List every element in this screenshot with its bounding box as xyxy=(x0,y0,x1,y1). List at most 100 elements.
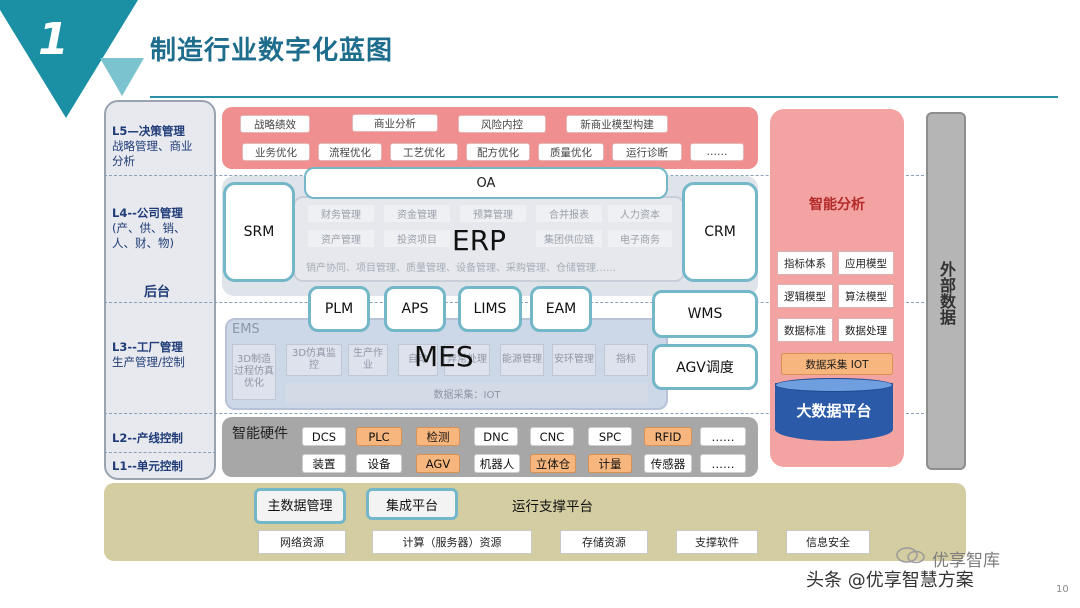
erp-cell: 人力资本 xyxy=(608,205,672,222)
layer-l1: L1--单元控制 xyxy=(112,459,183,473)
hardware-title: 智能硬件 xyxy=(232,426,288,442)
layer-l3-desc: 生产管理/控制 xyxy=(112,355,185,369)
master-data-box: 主数据管理 xyxy=(254,488,346,524)
external-data-block xyxy=(926,112,966,470)
layer-l5: L5—决策管理 战略管理、商业分析 xyxy=(112,124,212,169)
page-number: 10 xyxy=(1056,584,1069,595)
erp-cell: 电子商务 xyxy=(608,230,672,247)
analysis-cell: 数据处理 xyxy=(838,318,894,342)
analysis-cell: 应用模型 xyxy=(838,251,894,275)
decision-item: 运行诊断 xyxy=(612,143,682,161)
external-data-label: 外部数据 xyxy=(937,261,956,325)
resource-item: 存储资源 xyxy=(560,530,648,554)
layer-l5-code: L5—决策管理 xyxy=(112,124,185,138)
mes-cell: 异常处理 xyxy=(444,344,490,376)
layer-panel xyxy=(104,100,216,480)
hardware-item: …… xyxy=(700,454,746,473)
bigdata-cylinder-top xyxy=(775,378,893,392)
mes-iot-footer: 数据采集：IOT xyxy=(286,383,648,403)
hardware-item: 设备 xyxy=(356,454,402,473)
resource-item: 支撑软件 xyxy=(676,530,758,554)
layer-l3: L3--工厂管理 生产管理/控制 xyxy=(112,340,212,370)
plm-box: PLM xyxy=(308,286,370,332)
hardware-item: SPC xyxy=(588,427,632,446)
erp-cell: 合并报表 xyxy=(536,205,602,222)
title-rule xyxy=(150,96,1058,98)
hardware-item: 装置 xyxy=(302,454,346,473)
decision-item: …… xyxy=(690,143,744,161)
mes-label: MES xyxy=(414,340,474,373)
mes-cell: 3D制造过程仿真优化 xyxy=(232,344,276,400)
decision-item: 战略绩效 xyxy=(240,115,310,133)
hardware-item: …… xyxy=(700,427,746,446)
erp-cell: 资金管理 xyxy=(384,205,450,222)
agv-dispatch-box: AGV调度 xyxy=(652,344,758,390)
hardware-item: 机器人 xyxy=(474,454,520,473)
layer-l5-desc: 战略管理、商业分析 xyxy=(112,139,193,168)
analysis-cell: 指标体系 xyxy=(777,251,833,275)
platform-title: 运行支撑平台 xyxy=(512,499,593,515)
layer-l4-desc: (产、供、销、人、财、物) xyxy=(112,221,186,250)
eam-box: EAM xyxy=(530,286,592,332)
layer-l2: L2--产线控制 xyxy=(112,431,183,445)
resource-item: 计算（服务器）资源 xyxy=(372,530,532,554)
layer-backoffice: 后台 xyxy=(144,285,171,300)
mes-cell: 自动 xyxy=(398,344,438,376)
ems-label: EMS xyxy=(232,322,260,337)
oa-box: OA xyxy=(304,167,668,199)
hardware-item: 检测 xyxy=(416,427,460,446)
hardware-item: 传感器 xyxy=(644,454,692,473)
hardware-item: DCS xyxy=(302,427,346,446)
bigdata-label: 大数据平台 xyxy=(796,402,872,420)
analysis-cell: 数据标准 xyxy=(777,318,833,342)
mes-cell: 能源管理 xyxy=(500,344,544,376)
decision-item: 业务优化 xyxy=(242,143,310,161)
slide-number: 1 xyxy=(38,14,69,65)
layer-l3-code: L3--工厂管理 xyxy=(112,340,183,354)
mes-cell: 生产作业 xyxy=(348,344,388,376)
decision-item: 工艺优化 xyxy=(390,143,458,161)
wechat-icon xyxy=(896,547,925,564)
hardware-item: PLC xyxy=(356,427,402,446)
lims-box: LIMS xyxy=(458,286,522,332)
slide-title: 制造行业数字化蓝图 xyxy=(150,36,394,66)
analysis-cell: 算法模型 xyxy=(838,284,894,308)
hardware-item: 计量 xyxy=(588,454,632,473)
aps-box: APS xyxy=(384,286,446,332)
watermark-brand: 优享智库 xyxy=(932,551,1000,571)
integration-platform-box: 集成平台 xyxy=(366,488,458,520)
title-triangle-small xyxy=(100,58,144,96)
decision-item: 商业分析 xyxy=(352,114,438,132)
mes-cell: 指标 xyxy=(604,344,648,376)
hardware-item: CNC xyxy=(530,427,574,446)
decision-item: 质量优化 xyxy=(538,143,604,161)
erp-cell: 投资项目 xyxy=(384,230,450,247)
resource-item: 信息安全 xyxy=(786,530,870,554)
erp-modules: 销产协同、项目管理、质量管理、设备管理、采购管理、仓储管理…… xyxy=(306,263,616,274)
layer-l4-code: L4--公司管理 xyxy=(112,206,183,220)
wms-box: WMS xyxy=(652,290,758,338)
erp-cell: 财务管理 xyxy=(308,205,374,222)
decision-item: 风险内控 xyxy=(458,115,546,133)
erp-cell: 预算管理 xyxy=(460,205,526,222)
decision-item: 配方优化 xyxy=(466,143,530,161)
bigdata-cylinder xyxy=(775,383,893,441)
hardware-item: AGV xyxy=(416,454,460,473)
decision-item: 新商业模型构建 xyxy=(566,115,668,133)
layer-divider-l3 xyxy=(104,413,924,414)
erp-cell: 资产管理 xyxy=(308,230,374,247)
hardware-item: RFID xyxy=(644,427,692,446)
srm-box: SRM xyxy=(223,182,295,282)
mes-cell: 安环管理 xyxy=(552,344,596,376)
mes-cell: 3D仿真监控 xyxy=(286,344,342,376)
crm-box: CRM xyxy=(682,182,758,282)
erp-label: ERP xyxy=(452,224,507,257)
resource-item: 网络资源 xyxy=(258,530,346,554)
hardware-item: 立体仓 xyxy=(530,454,576,473)
analysis-cell: 逻辑模型 xyxy=(777,284,833,308)
layer-divider-l2 xyxy=(104,452,216,453)
hardware-item: DNC xyxy=(474,427,518,446)
iot-pill: 数据采集 IOT xyxy=(781,353,893,375)
analysis-title: 智能分析 xyxy=(809,197,865,213)
layer-l4: L4--公司管理 (产、供、销、人、财、物) xyxy=(112,206,212,251)
